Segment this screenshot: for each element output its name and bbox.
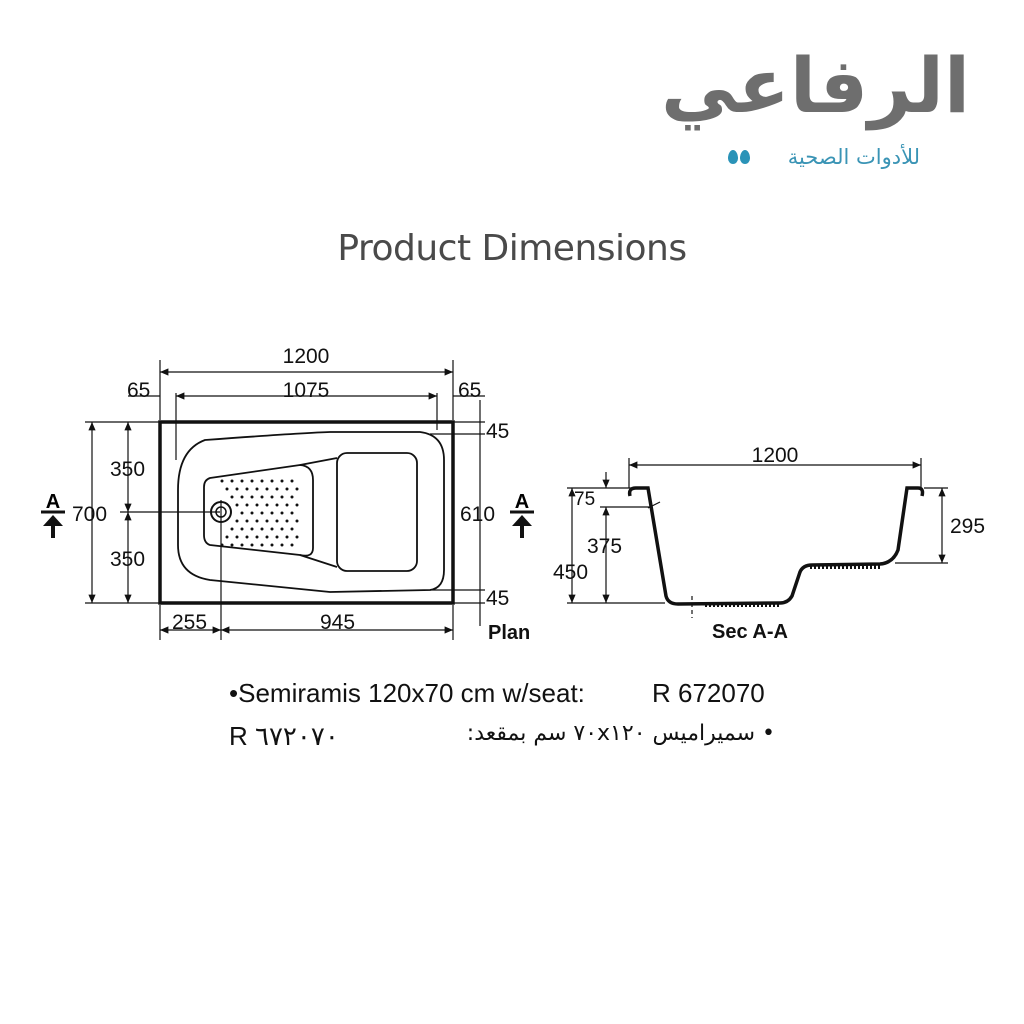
page-title: Product Dimensions [337,228,687,269]
dim-inner-length: 1075 [283,379,330,402]
dim-drain-to-end: 945 [320,611,355,634]
svg-text:A: A [46,491,60,513]
dim-inner-width: 610 [460,503,495,526]
plan-label: Plan [488,622,530,644]
sec-dim-length: 1200 [752,444,799,467]
dim-lower-half: 350 [110,548,145,571]
dim-overall-width: 700 [72,503,107,526]
sec-dim-rim: 75 [574,489,595,510]
sec-dim-depth: 375 [587,535,622,558]
dim-bottom-rim: 45 [486,587,509,610]
svg-text:A: A [515,491,529,513]
dim-top-rim: 45 [486,420,509,443]
section-marker-right-icon: A [510,491,534,538]
spec-arabic-text: • سميراميس ٧٠x١٢٠ سم بمقعد: [466,721,775,746]
water-drops-icon [728,150,752,169]
spec-arabic-code: R ٦٧٢٠٧٠ [229,721,339,751]
plan-drawing: A A 1200 1075 65 65 350 700 350 610 45 4… [41,345,534,644]
logo-brand-text: الرفاعي [661,41,972,130]
sec-dim-seat-depth: 295 [950,515,985,538]
dim-overall-length: 1200 [283,345,330,368]
dim-right-rim: 65 [458,379,481,402]
brand-logo: الرفاعي للأدوات الصحية [661,28,990,188]
dim-upper-half: 350 [110,458,145,481]
section-label: Sec A-A [712,621,788,643]
logo-tagline: للأدوات الصحية [787,145,920,169]
dim-left-rim: 65 [127,379,150,402]
sec-dim-total-height: 450 [553,561,588,584]
dim-drain-offset: 255 [172,611,207,634]
spec-english-text: •Semiramis 120x70 cm w/seat: [229,678,585,708]
spec-english-code: R 672070 [652,678,765,708]
section-drawing: 1200 75 375 450 295 Sec A-A [553,444,985,643]
section-marker-left-icon: A [41,491,65,538]
